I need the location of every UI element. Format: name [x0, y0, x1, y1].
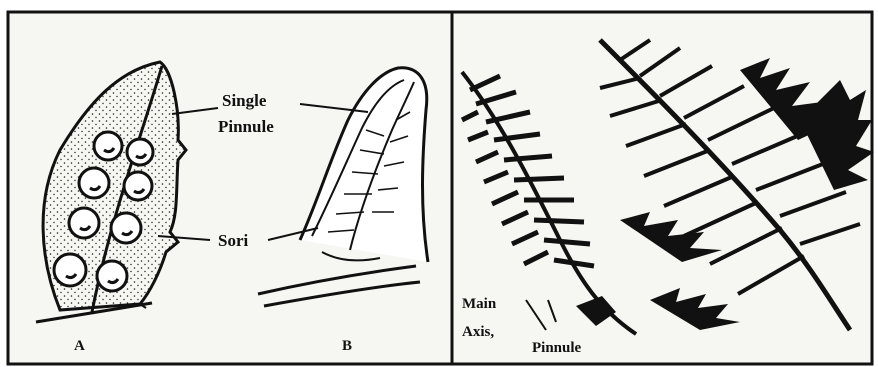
- label-panel-b: B: [342, 338, 352, 354]
- label-single: Single: [222, 91, 267, 110]
- label-pinnule-b: Pinnule: [218, 117, 274, 136]
- label-pinnule-c: Pinnule: [532, 340, 582, 356]
- label-panel-a: A: [74, 338, 85, 354]
- label-sori: Sori: [218, 231, 249, 250]
- label-main: Main: [462, 296, 497, 312]
- label-axis: Axis,: [462, 324, 494, 340]
